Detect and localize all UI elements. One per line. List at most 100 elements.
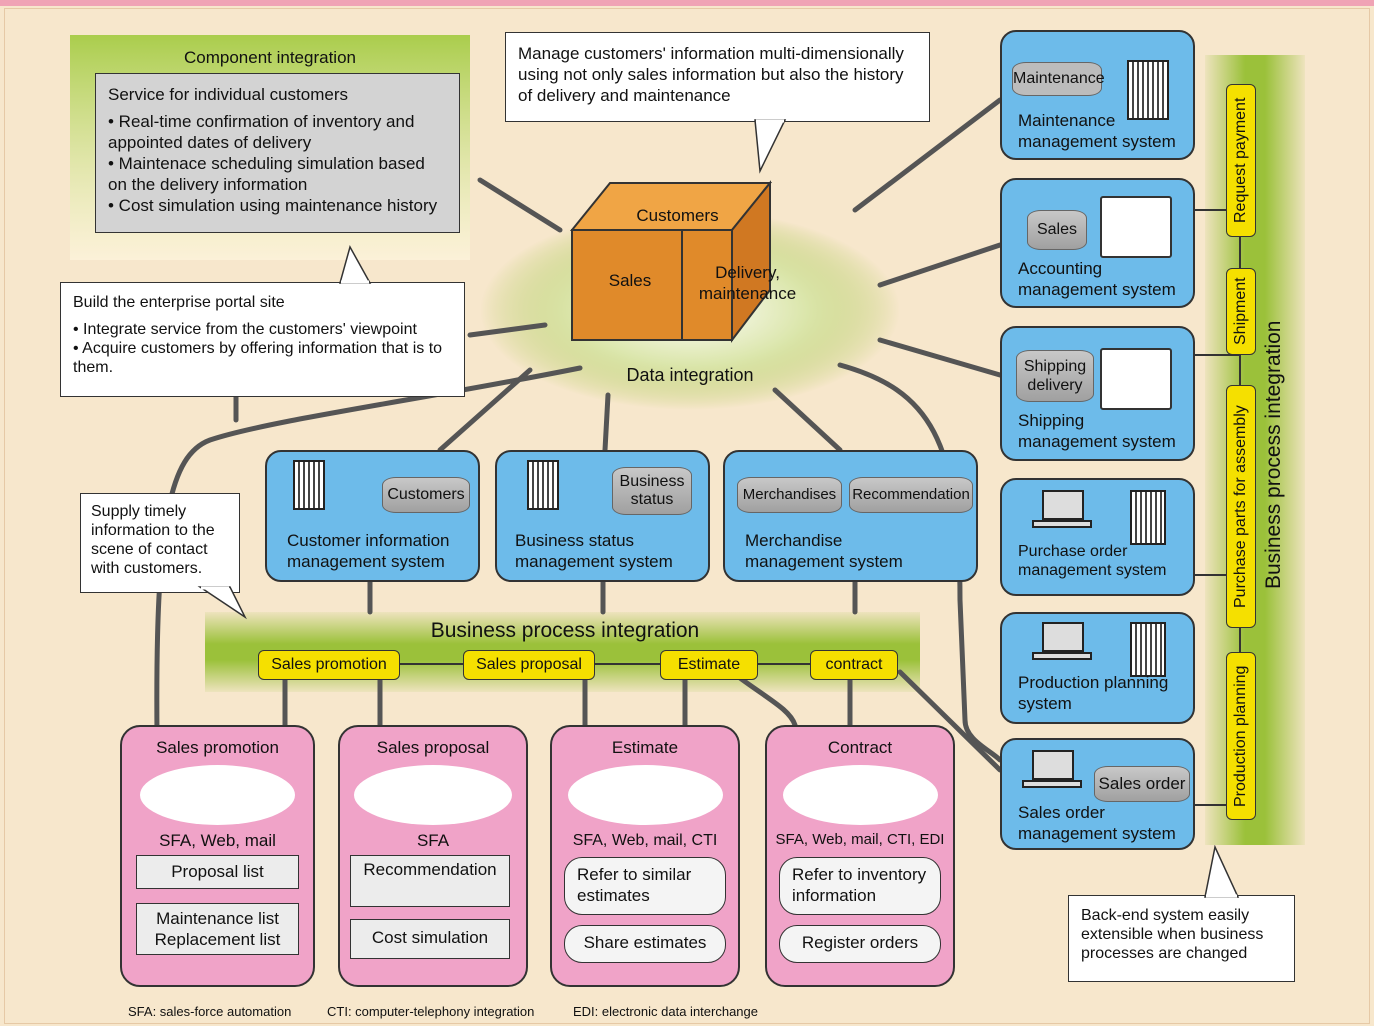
customers-db-label: Customers	[382, 477, 470, 513]
merchandises-db-label: Merchandises	[737, 477, 842, 513]
shipping-system: Shipping delivery Shipping management sy…	[1000, 326, 1195, 461]
footnote-sfa: SFA: sales-force automation	[128, 1004, 292, 1019]
accounting-system: Sales Accounting management system	[1000, 178, 1195, 308]
server-icon	[1130, 622, 1166, 677]
portal-pointer	[339, 245, 372, 284]
backend-pointer	[1204, 845, 1240, 898]
step-purchase-parts: Purchase parts for assembly	[1226, 385, 1256, 628]
portal-bullet: • Integrate service from the customers' …	[73, 321, 417, 338]
data-callout: Manage customers' information multi-dime…	[505, 32, 930, 122]
step-sales-proposal: Sales proposal	[463, 650, 595, 680]
keyboard-icon	[1022, 780, 1082, 788]
customer-info-system: Customers Customer information managemen…	[265, 450, 480, 582]
mainframe-icon	[1100, 348, 1172, 410]
step-request-payment: Request payment	[1226, 84, 1256, 237]
portal-heading: Build the enterprise portal site	[73, 294, 285, 311]
cube-right-label: Delivery, maintenance	[698, 263, 797, 303]
refer-inventory: Refer to inventory information	[779, 857, 941, 915]
purchase-order-system: Purchase order management system	[1000, 478, 1195, 596]
system-name: Merchandise management system	[745, 531, 903, 571]
component-integration-title: Component integration	[183, 48, 356, 67]
merchandise-system: Merchandises Recommendation Merchandise …	[723, 450, 978, 582]
business-status-db-label: Business status	[612, 467, 692, 515]
system-name: Maintenance management system	[1018, 111, 1176, 151]
keyboard-icon	[1032, 520, 1092, 528]
maintenance-list: Maintenance list Replacement list	[136, 903, 299, 955]
cube-top-label: Customers	[636, 206, 719, 225]
channel-title: Sales promotion	[156, 738, 279, 757]
register-orders: Register orders	[779, 925, 941, 963]
channel-sales-proposal: Sales proposal SFA Recommendation Cost s…	[338, 725, 528, 987]
keyboard-icon	[1032, 652, 1092, 660]
channel-contract: Contract SFA, Web, mail, CTI, EDI Refer …	[765, 725, 955, 987]
service-bullet: • Cost simulation using maintenance hist…	[108, 196, 438, 215]
portal-bullet: • Acquire customers by offering informat…	[73, 340, 443, 376]
channel-title: Estimate	[611, 738, 679, 757]
portal-callout: Build the enterprise portal site • Integ…	[60, 282, 465, 397]
channel-estimate: Estimate SFA, Web, mail, CTI Refer to si…	[550, 725, 740, 987]
channel-tools: SFA	[416, 831, 450, 850]
system-name: Sales order management system	[1018, 803, 1176, 843]
data-cube	[569, 180, 773, 343]
footnote-cti: CTI: computer-telephony integration	[327, 1004, 535, 1019]
service-bullet: • Maintenace scheduling simulation based…	[108, 154, 425, 194]
supply-callout: Supply timely information to the scene o…	[80, 493, 240, 593]
pc-icon	[1042, 622, 1084, 652]
supply-pointer	[197, 586, 247, 620]
refer-similar-estimates: Refer to similar estimates	[564, 857, 726, 915]
step-contract: contract	[810, 650, 898, 680]
laptop-illustration	[568, 765, 723, 825]
cost-simulation-doc: Cost simulation	[350, 919, 510, 959]
step-estimate: Estimate	[660, 650, 758, 680]
system-name: Purchase order management system	[1018, 543, 1167, 579]
system-name: Accounting management system	[1018, 259, 1176, 299]
cube-left-label: Sales	[608, 271, 652, 290]
bpi-bottom-title: Business process integration	[430, 619, 700, 642]
maintenance-db-label: Maintenance	[1012, 62, 1105, 96]
footnote-edi: EDI: electronic data interchange	[573, 1004, 758, 1019]
callout-pointer	[754, 119, 787, 174]
step-production-planning: Production planning	[1226, 652, 1256, 820]
server-icon	[527, 460, 559, 510]
service-bullet: • Real-time confirmation of inventory an…	[108, 112, 415, 152]
pc-icon	[1042, 490, 1084, 520]
bpi-right-title: Business process integration	[1262, 320, 1285, 590]
system-name: Customer information management system	[287, 531, 450, 571]
channel-title: Contract	[827, 738, 893, 757]
server-icon	[1130, 490, 1166, 545]
step-shipment: Shipment	[1226, 268, 1256, 355]
system-name: Production planning system	[1018, 673, 1169, 713]
conference-illustration	[354, 765, 512, 825]
system-name: Business status management system	[515, 531, 673, 571]
channel-tools: SFA, Web, mail, CTI, EDI	[775, 831, 945, 848]
service-box: Service for individual customers • Real-…	[95, 73, 460, 233]
channel-tools: SFA, Web, mail	[159, 831, 276, 850]
sales-order-db-label: Sales order	[1094, 766, 1190, 802]
meeting-illustration	[140, 765, 295, 825]
backend-callout: Back-end system easily extensible when b…	[1068, 895, 1295, 982]
channel-sales-promotion: Sales promotion SFA, Web, mail Proposal …	[120, 725, 315, 987]
shipping-db-label: Shipping delivery	[1016, 350, 1094, 402]
business-status-system: Business status Business status manageme…	[495, 450, 710, 582]
share-estimates: Share estimates	[564, 925, 726, 963]
channel-tools: SFA, Web, mail, CTI	[572, 832, 718, 849]
system-name: Shipping management system	[1018, 411, 1176, 451]
proposal-list: Proposal list	[136, 855, 299, 889]
recommendation-db-label: Recommendation	[849, 477, 973, 513]
top-accent-bar	[0, 0, 1374, 6]
diagram-frame	[4, 8, 1370, 1024]
service-heading: Service for individual customers	[108, 85, 348, 104]
mainframe-icon	[1100, 196, 1172, 258]
step-sales-promotion: Sales promotion	[258, 650, 400, 680]
pc-icon	[1032, 750, 1074, 780]
server-icon	[1127, 60, 1169, 120]
phone-illustration	[783, 765, 938, 825]
channel-title: Sales proposal	[376, 738, 490, 757]
server-icon	[293, 460, 325, 510]
maintenance-system: Maintenance Maintenance management syste…	[1000, 30, 1195, 160]
production-planning-system: Production planning system	[1000, 612, 1195, 724]
data-integration-label: Data integration	[626, 365, 754, 385]
sales-db-label: Sales	[1027, 210, 1087, 250]
sales-order-system: Sales order Sales order management syste…	[1000, 738, 1195, 850]
recommendation-doc: Recommendation	[350, 855, 510, 907]
